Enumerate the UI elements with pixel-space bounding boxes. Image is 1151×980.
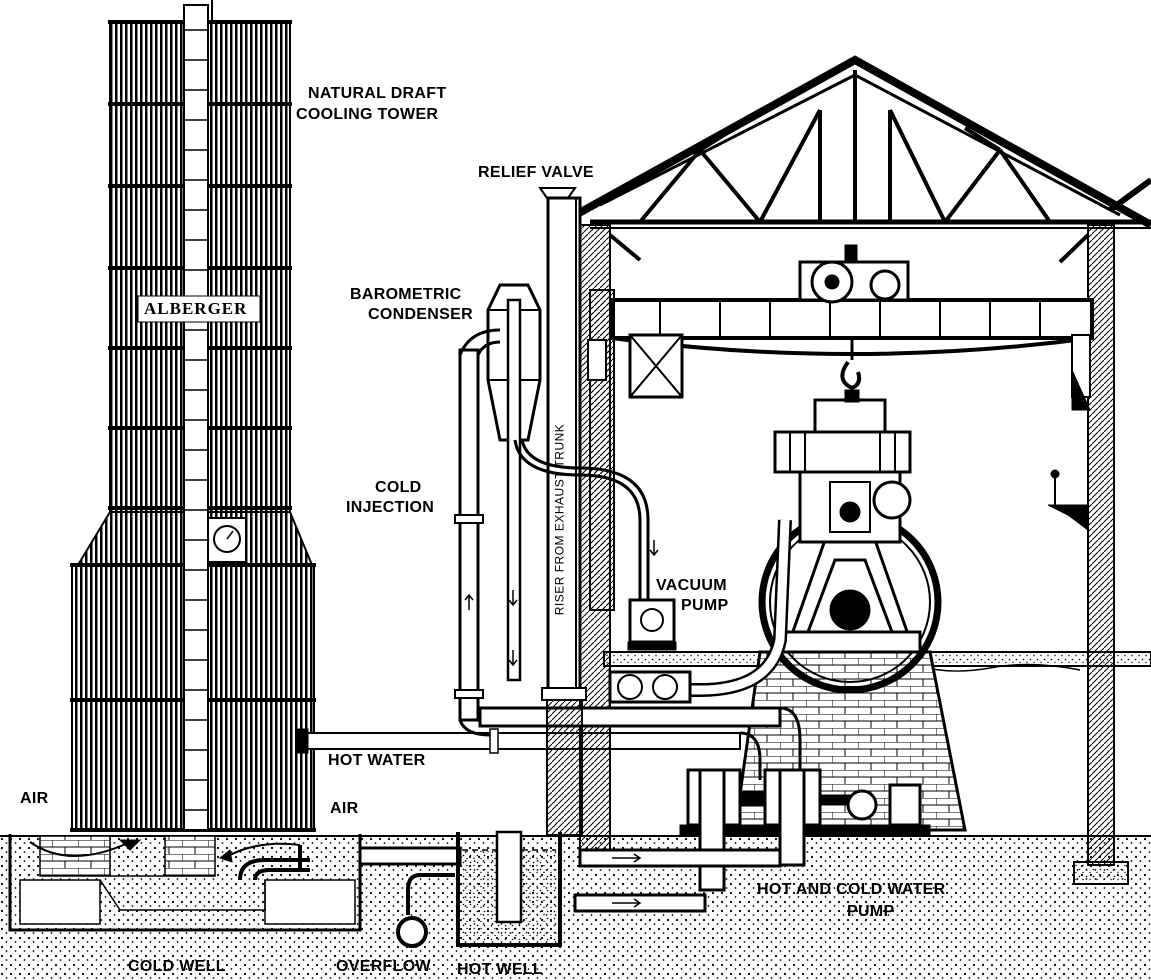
label-riser: RISER FROM EXHAUST TRUNK xyxy=(552,423,567,616)
label-cold-injection-1: COLD xyxy=(375,479,422,496)
steam-engine xyxy=(690,389,967,832)
label-cold-well: COLD WELL xyxy=(128,958,226,975)
label-cooling-tower-1: NATURAL DRAFT xyxy=(308,85,447,102)
label-cooling-tower-2: COOLING TOWER xyxy=(296,106,439,123)
label-hot-well: HOT WELL xyxy=(457,961,543,978)
cold-well xyxy=(8,834,362,932)
label-overflow: OVERFLOW xyxy=(336,958,431,975)
label-air-right: AIR xyxy=(330,800,359,817)
label-condenser-1: BAROMETRIC xyxy=(350,286,462,303)
lower-piping xyxy=(358,670,931,913)
condenser-assembly xyxy=(454,187,677,737)
label-relief-valve: RELIEF VALVE xyxy=(478,164,594,181)
cooling-tower xyxy=(70,0,741,832)
label-air-left: AIR xyxy=(20,790,49,807)
label-hot-cold-pump-2: PUMP xyxy=(847,903,895,920)
label-vacuum-pump-2: PUMP xyxy=(681,597,729,614)
label-hot-cold-pump-1: HOT AND COLD WATER xyxy=(757,881,946,898)
label-cold-injection-2: INJECTION xyxy=(346,499,435,516)
label-vacuum-pump-1: VACUUM xyxy=(656,577,727,594)
label-condenser-2: CONDENSER xyxy=(368,306,473,323)
label-tower-brand: ALBERGER xyxy=(144,299,248,318)
hot-well xyxy=(396,699,583,948)
overhead-crane xyxy=(610,244,1094,411)
building-truss xyxy=(568,55,1151,885)
label-hot-water: HOT WATER xyxy=(328,752,426,769)
